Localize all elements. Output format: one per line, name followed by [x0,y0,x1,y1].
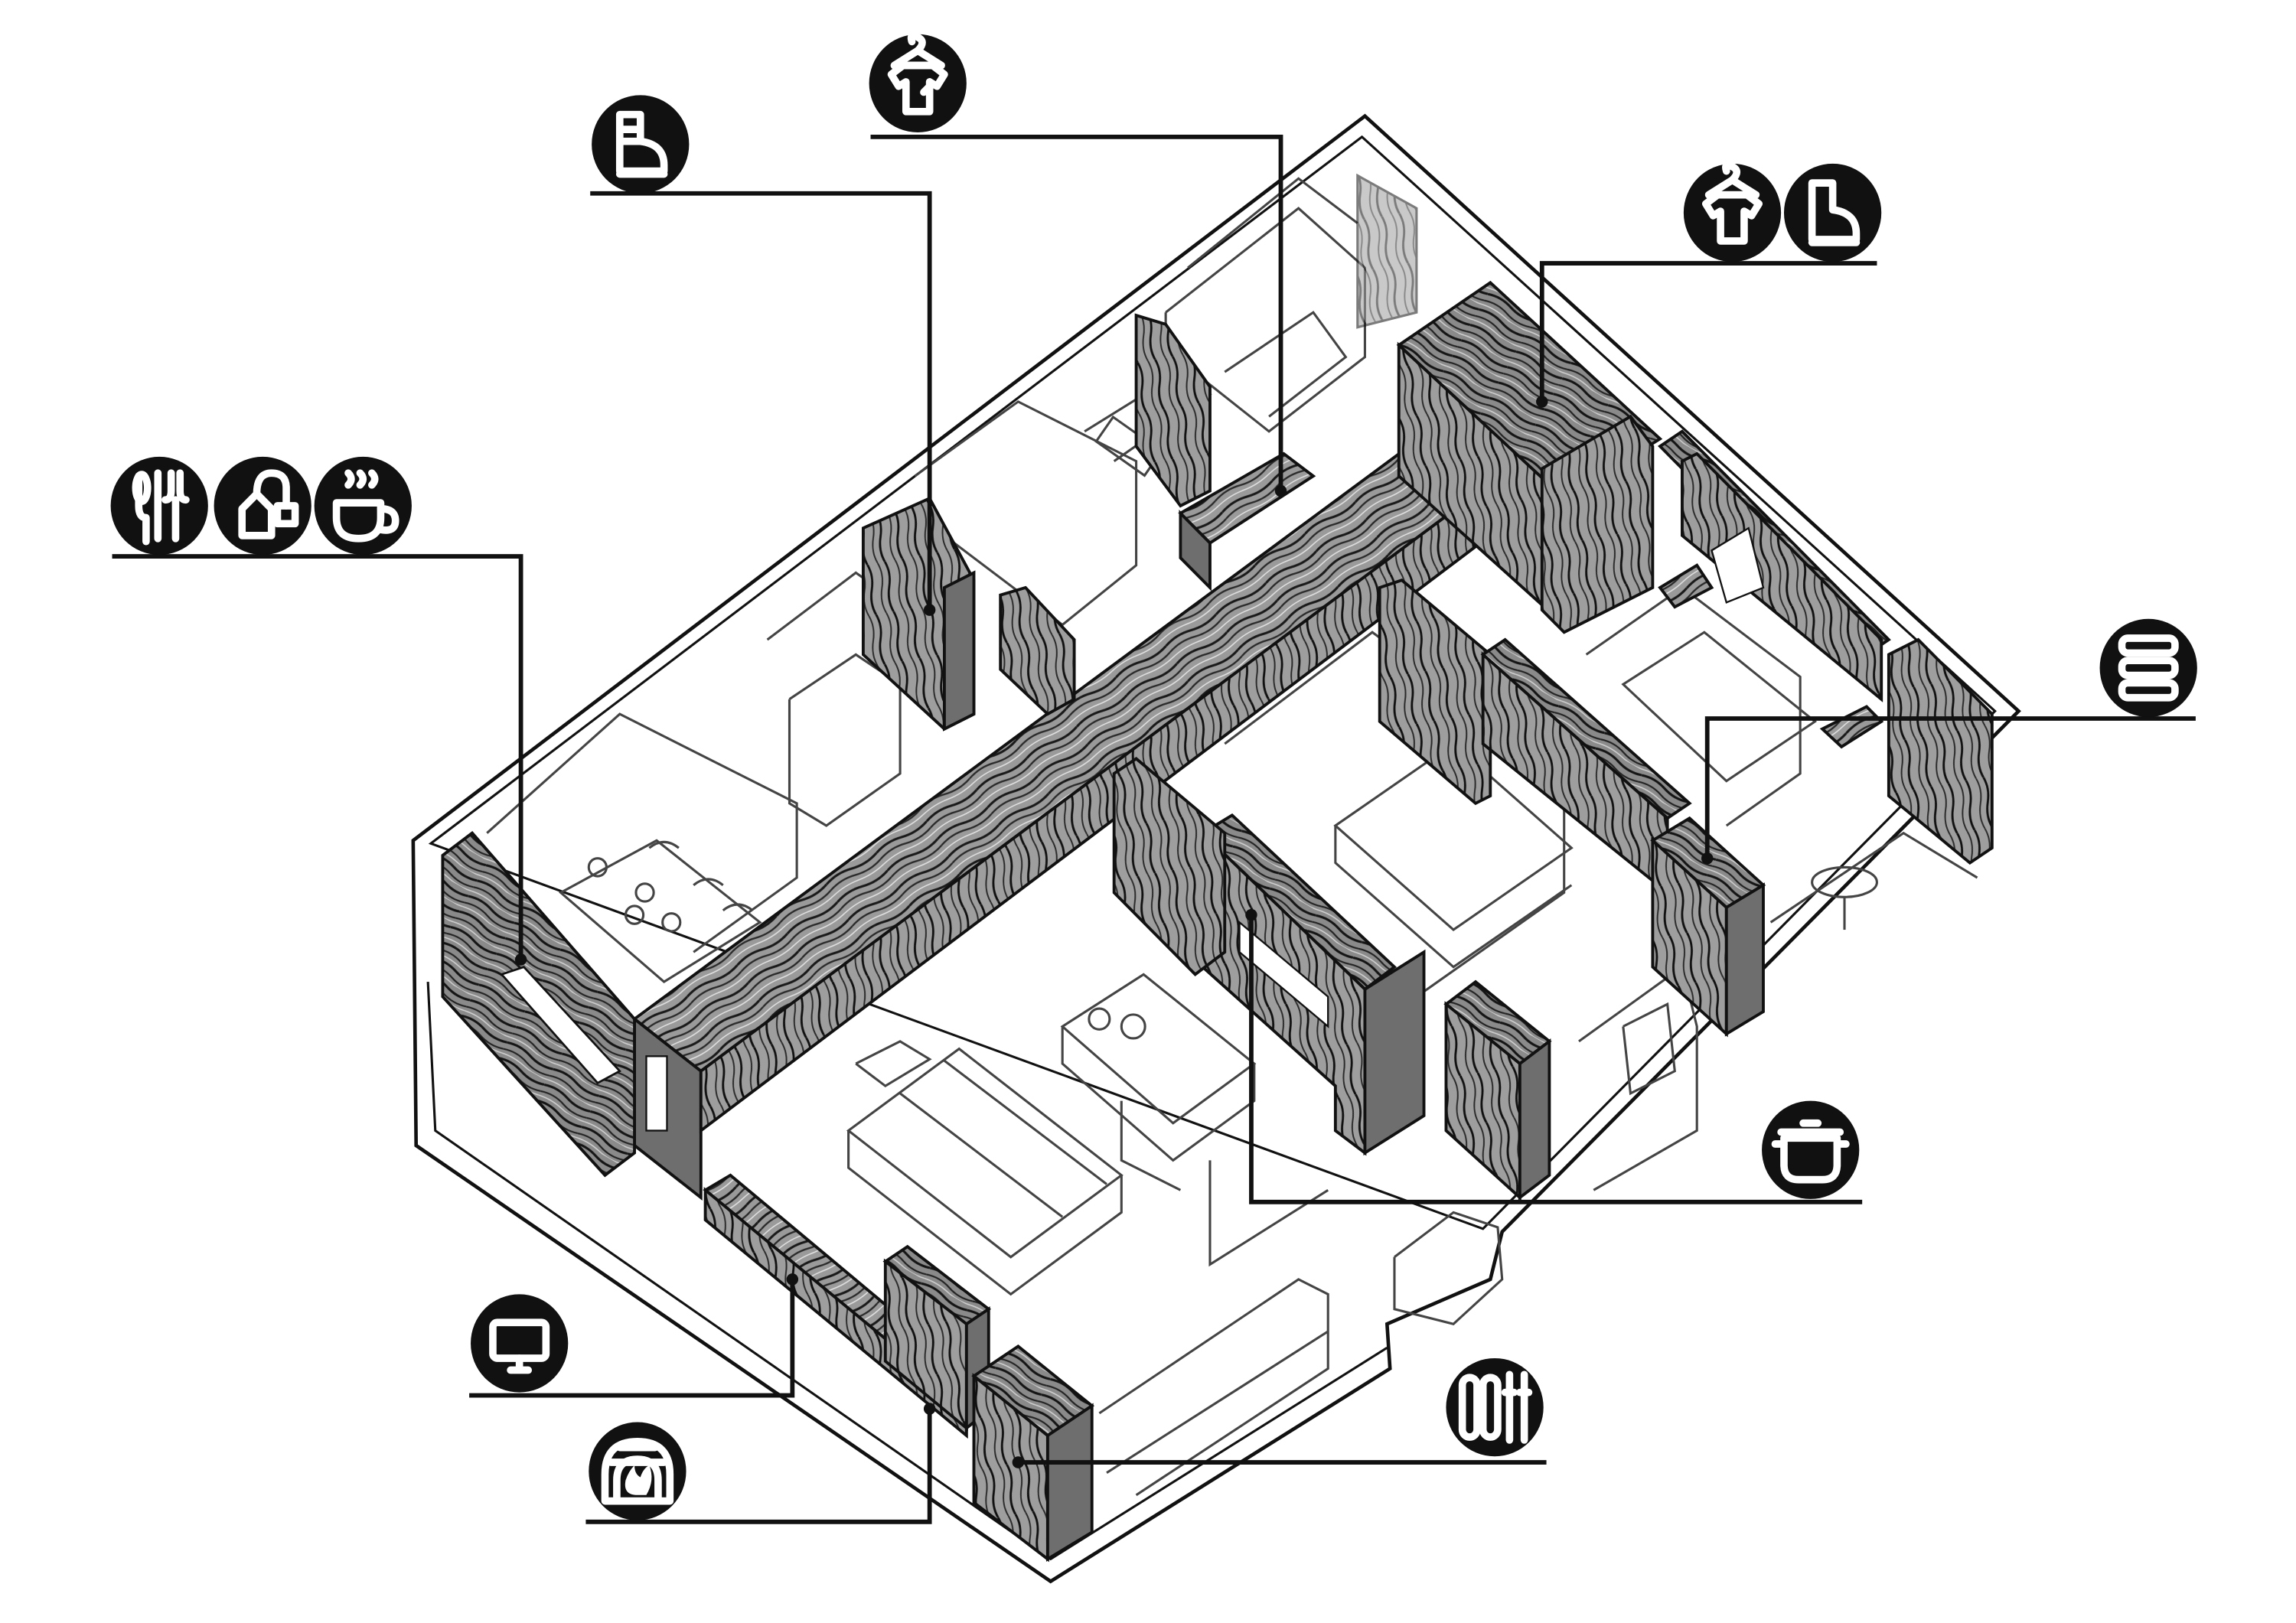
fireplace-icon [589,1422,687,1520]
skis-poles-icon [1446,1357,1544,1457]
shirt-hanger-icon [1683,161,1782,262]
tv-icon [471,1294,569,1393]
boot-icon [1783,163,1882,262]
wood-panels [441,173,1994,1563]
cutlery-icon [110,456,208,556]
outer-walls [411,113,2021,1584]
leader-lines [112,134,2196,1524]
interior-linework [486,177,1978,1497]
shirt-hanger-icon [869,31,967,133]
boot-icon [592,95,690,194]
shelves-icon [2099,618,2197,718]
cooking-pot-icon [1762,1100,1860,1199]
coffee-cup-icon [314,456,412,556]
teabag-icon [214,456,311,556]
